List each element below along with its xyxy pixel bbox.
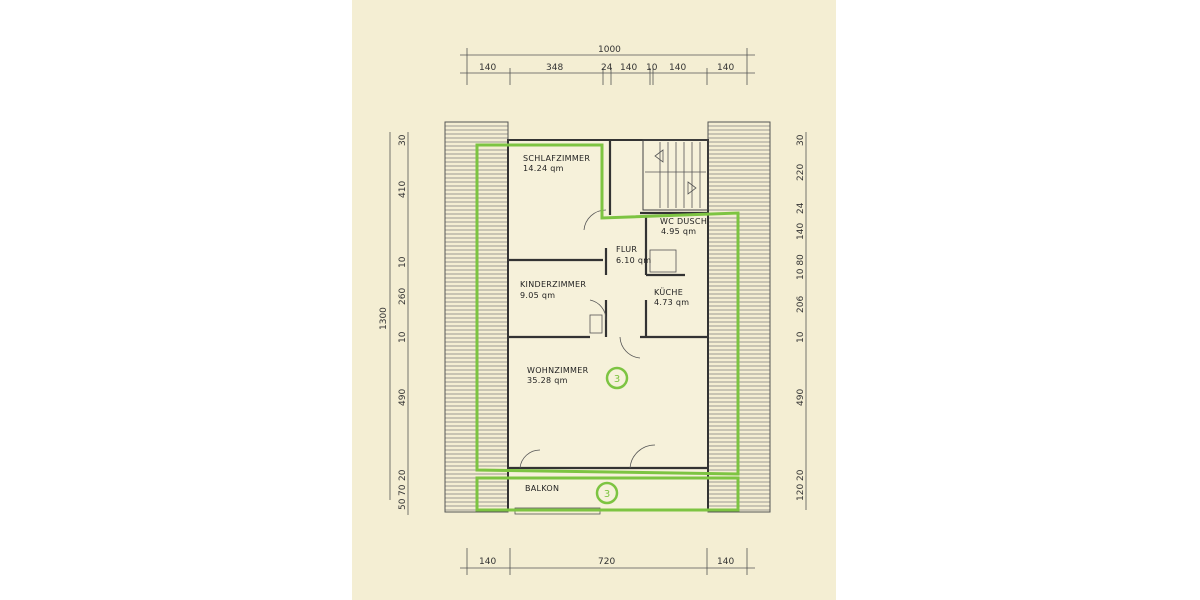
dim-left: 70 [398, 484, 408, 496]
svg-text:14.24 qm: 14.24 qm [523, 164, 564, 173]
dim-left: 30 [398, 134, 408, 146]
svg-text:9.05 qm: 9.05 qm [520, 291, 555, 300]
right-dimensions: 30 220 24 140 10 80 206 10 490 20 120 [796, 132, 807, 510]
walls [507, 139, 709, 515]
dim-left-total: 1300 [379, 307, 389, 330]
dim-right: 140 [796, 223, 806, 240]
dim-right: 10 [796, 331, 806, 343]
dim-left: 20 [398, 469, 408, 481]
dim-bottom: 720 [598, 557, 615, 567]
svg-text:KÜCHE: KÜCHE [654, 287, 683, 297]
dim-left: 10 [398, 256, 408, 268]
dim-top: 140 [620, 63, 637, 73]
marker-3: 3 [605, 366, 629, 390]
dim-left: 490 [398, 389, 408, 406]
svg-text:WOHNZIMMER: WOHNZIMMER [527, 366, 589, 375]
room-kueche: KÜCHE 4.73 qm [654, 287, 689, 307]
marker-3-balcony: 3 [595, 481, 619, 505]
dim-right: 20 [796, 469, 806, 481]
staircase [642, 139, 709, 211]
svg-text:6.10 qm: 6.10 qm [616, 256, 651, 265]
dim-top: 140 [479, 63, 496, 73]
room-balkon: BALKON [525, 484, 559, 493]
svg-text:4.73 qm: 4.73 qm [654, 298, 689, 307]
svg-text:35.28 qm: 35.28 qm [527, 376, 568, 385]
dim-right: 490 [796, 389, 806, 406]
dim-top: 10 [646, 63, 658, 73]
svg-text:FLUR: FLUR [616, 245, 637, 254]
svg-text:4.95 qm: 4.95 qm [661, 227, 696, 236]
dim-left: 410 [398, 181, 408, 198]
room-kinderzimmer: KINDERZIMMER 9.05 qm [520, 280, 586, 300]
svg-text:KINDERZIMMER: KINDERZIMMER [520, 280, 586, 289]
svg-text:SCHLAFZIMMER: SCHLAFZIMMER [523, 154, 590, 163]
svg-text:BALKON: BALKON [525, 484, 559, 493]
room-flur: FLUR 6.10 qm [616, 245, 651, 265]
dim-right: 206 [796, 296, 806, 313]
dim-right: 30 [796, 134, 806, 146]
dim-left: 260 [398, 288, 408, 305]
room-schlafzimmer: SCHLAFZIMMER 14.24 qm [523, 154, 590, 173]
balcony-outline [475, 476, 740, 512]
dim-top: 24 [601, 63, 613, 73]
dim-top: 140 [717, 63, 734, 73]
dim-left: 50 [398, 498, 408, 510]
dim-bottom: 140 [717, 557, 734, 567]
dim-right: 24 [796, 202, 806, 214]
marker-label: 3 [604, 489, 610, 500]
dim-top: 348 [546, 63, 563, 73]
left-dimensions: 1300 30 410 10 260 10 490 20 70 50 [379, 132, 409, 515]
dim-right: 10 80 [796, 254, 806, 280]
room-wc-dusch: WC DUSCH 4.95 qm [660, 217, 707, 236]
marker-label: 3 [614, 374, 620, 385]
top-dimensions: 1000 140 348 24 140 10 140 140 [460, 45, 755, 85]
dim-top: 140 [669, 63, 686, 73]
dim-top-total: 1000 [598, 45, 621, 55]
svg-text:WC DUSCH: WC DUSCH [660, 217, 707, 226]
dim-left: 10 [398, 331, 408, 343]
dim-right: 120 [796, 484, 806, 501]
unit-outline [475, 143, 740, 476]
dim-bottom: 140 [479, 557, 496, 567]
bottom-dimensions: 140 720 140 [460, 548, 755, 575]
dim-right: 220 [796, 164, 806, 181]
room-wohnzimmer: WOHNZIMMER 35.28 qm [527, 366, 589, 385]
